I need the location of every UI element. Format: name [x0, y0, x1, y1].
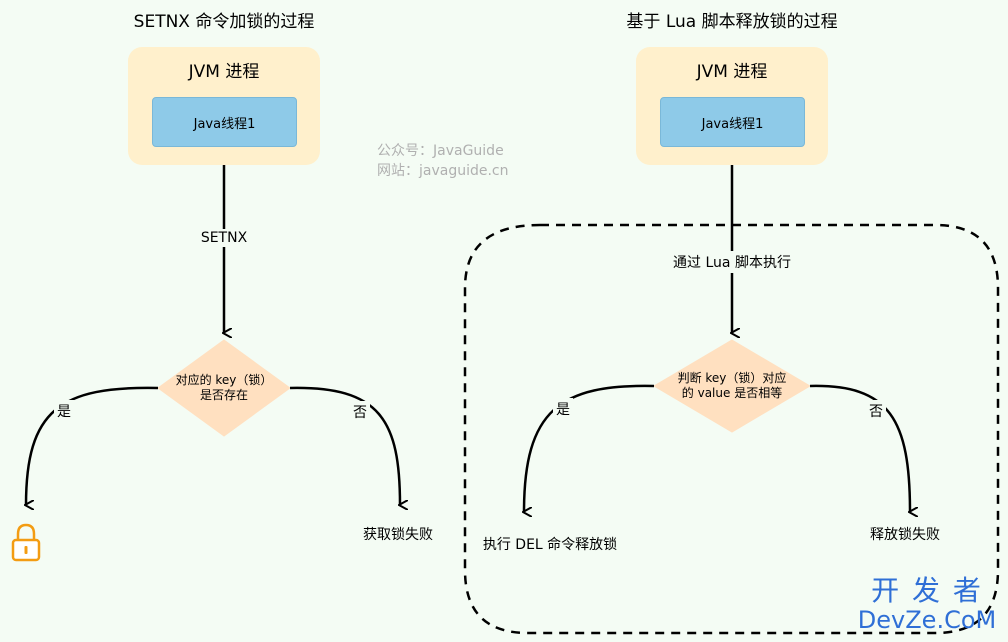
corner-watermark-line2: DevZe.CoM [857, 606, 997, 634]
watermark-text: 公众号：JavaGuide 网站：javaguide.cn [377, 141, 509, 181]
right-java-thread-label: Java线程1 [701, 116, 764, 132]
left-yes-label: 是 [54, 400, 74, 422]
left-fail-label: 获取锁失败 [363, 527, 433, 543]
watermark-line2: 网站：javaguide.cn [377, 163, 509, 179]
left-yes-arrow [26, 386, 159, 505]
left-java-thread-label: Java线程1 [193, 116, 256, 132]
left-no-arrow [289, 386, 400, 505]
right-yes-arrow [524, 384, 655, 512]
right-no-arrow [809, 384, 910, 512]
right-jvm-label: JVM 进程 [696, 62, 768, 82]
watermark-line1: 公众号：JavaGuide [377, 143, 504, 159]
left-decision-diamond [157, 339, 291, 437]
right-yes-label: 是 [553, 398, 573, 420]
right-java-thread-box: Java线程1 [660, 97, 805, 147]
corner-watermark-line1: 开 发 者 [871, 574, 983, 607]
left-diamond-line2: 是否存在 [199, 388, 249, 402]
left-title: SETNX 命令加锁的过程 [133, 12, 315, 32]
right-diamond-text: 判断 key（锁）对应 的 value 是否相等 [678, 371, 787, 401]
right-diamond-line1: 判断 key（锁）对应 [677, 371, 787, 385]
right-del-label: 执行 DEL 命令释放锁 [482, 537, 618, 553]
left-jvm-label: JVM 进程 [188, 62, 260, 82]
left-java-thread-box: Java线程1 [152, 97, 297, 147]
lock-icon [11, 523, 41, 562]
corner-watermark: 开 发 者 DevZe.CoM [852, 574, 1002, 635]
left-diamond-line1: 对应的 key（锁） [175, 373, 273, 387]
lua-script-dashed-container [463, 223, 1000, 635]
left-no-label: 否 [350, 401, 370, 423]
right-diamond-line2: 的 value 是否相等 [681, 386, 783, 400]
left-diamond-text: 对应的 key（锁） 是否存在 [176, 373, 273, 403]
right-fail-label: 释放锁失败 [870, 527, 940, 543]
right-lua-label: 通过 Lua 脚本执行 [670, 251, 794, 273]
right-no-label: 否 [866, 400, 886, 422]
right-decision-diamond [653, 339, 811, 433]
right-title: 基于 Lua 脚本释放锁的过程 [626, 12, 838, 32]
left-setnx-label: SETNX [197, 229, 251, 247]
